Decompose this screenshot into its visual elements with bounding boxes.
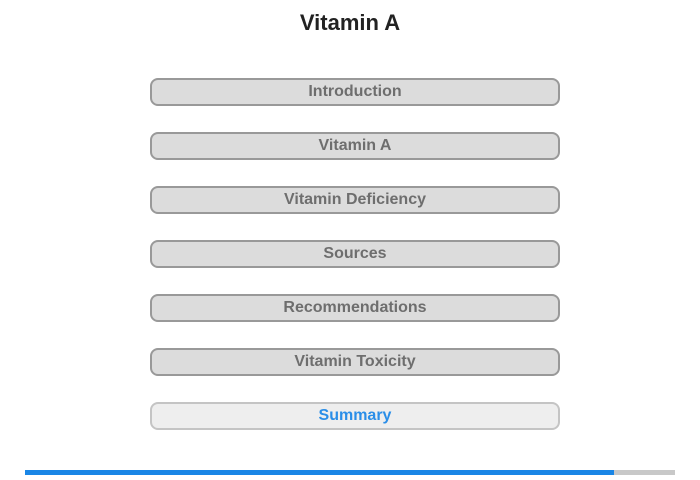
menu-item-summary[interactable]: Summary (150, 402, 560, 430)
menu-item-vitamin-deficiency[interactable]: Vitamin Deficiency (150, 186, 560, 214)
progress-bar-fill (25, 470, 615, 475)
progress-bar (25, 470, 675, 475)
menu-item-vitamin-toxicity[interactable]: Vitamin Toxicity (150, 348, 560, 376)
topic-menu: Introduction Vitamin A Vitamin Deficienc… (150, 78, 560, 456)
menu-item-sources[interactable]: Sources (150, 240, 560, 268)
menu-item-introduction[interactable]: Introduction (150, 78, 560, 106)
menu-item-vitamin-a[interactable]: Vitamin A (150, 132, 560, 160)
page-title: Vitamin A (299, 10, 401, 35)
menu-item-recommendations[interactable]: Recommendations (150, 294, 560, 322)
